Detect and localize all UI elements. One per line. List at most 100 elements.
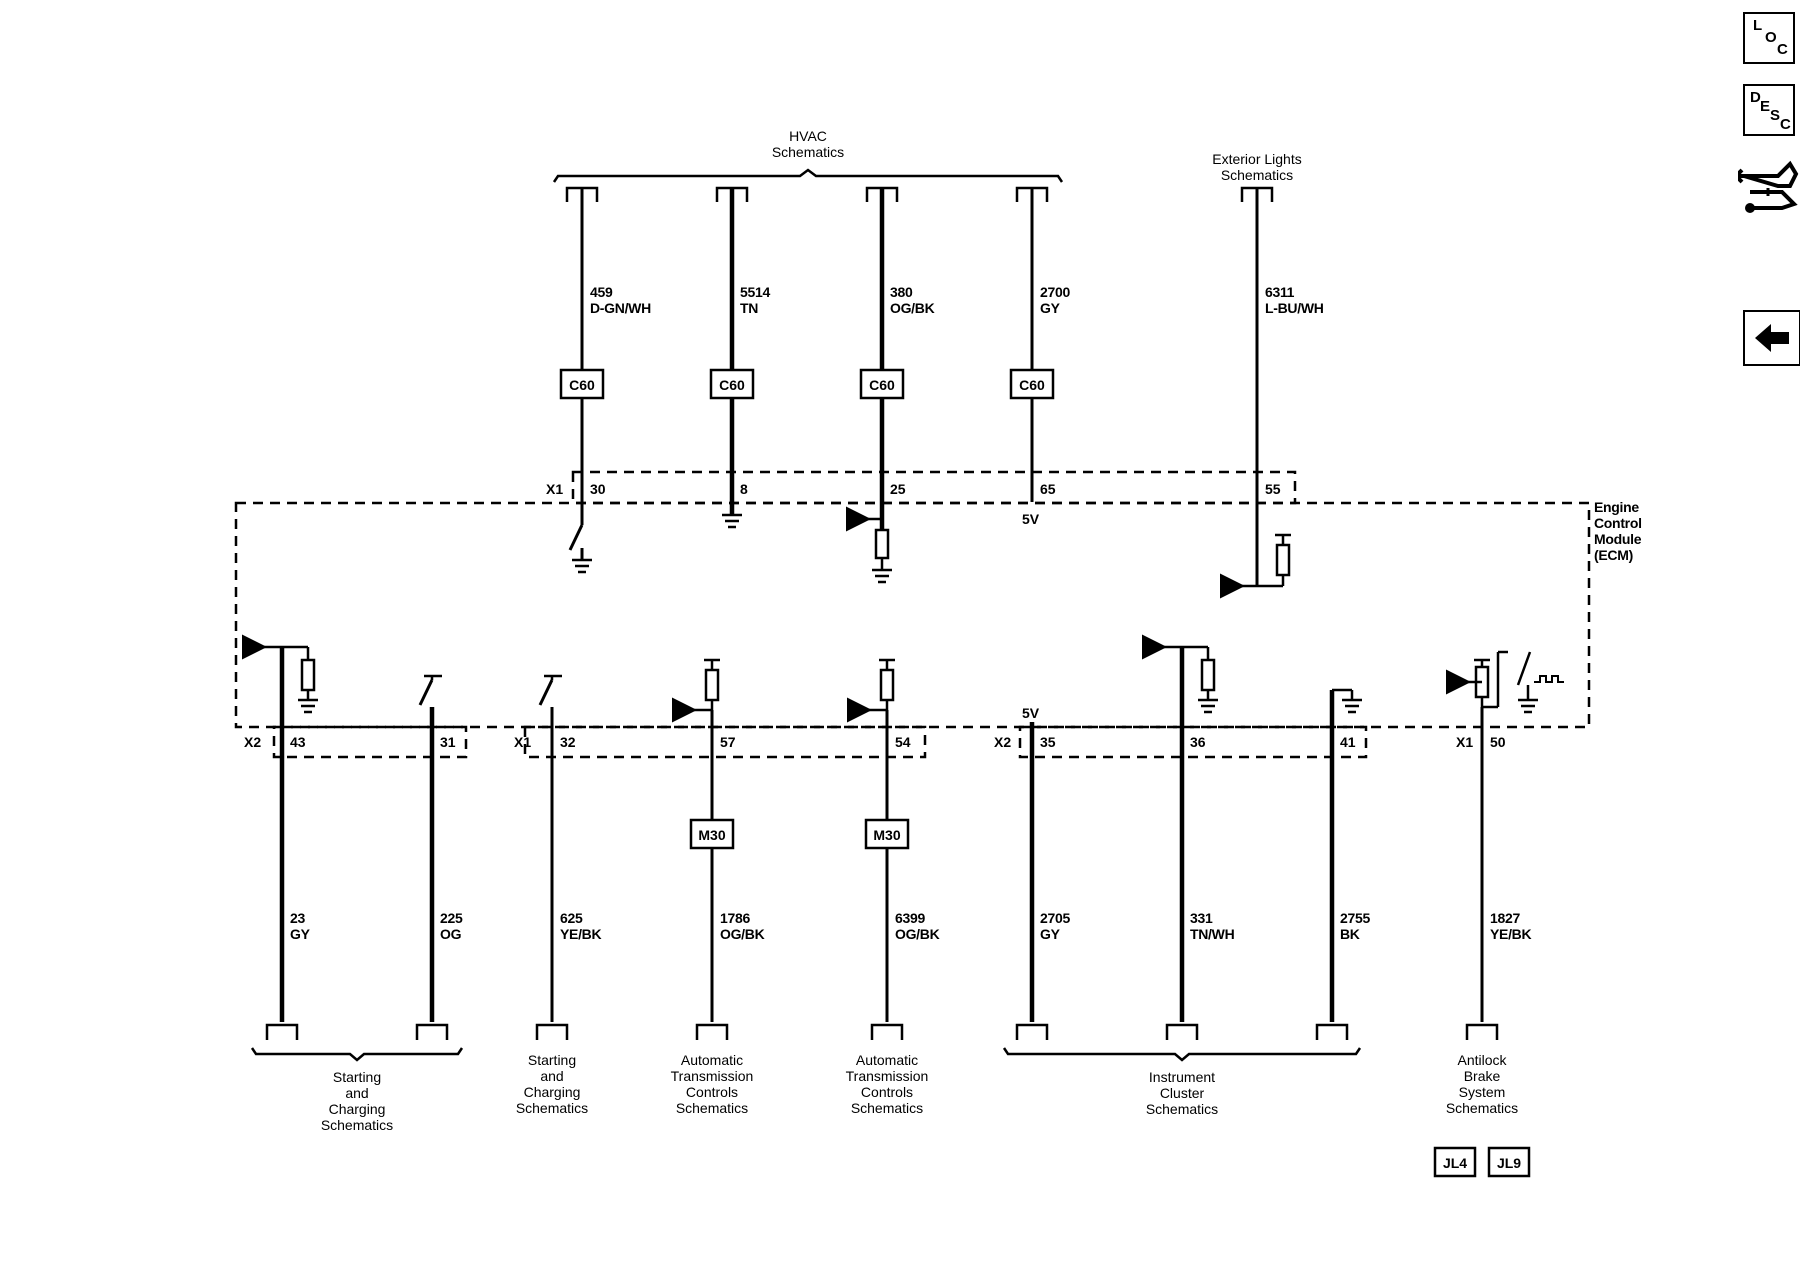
exterior-lights-schematics-link[interactable]: Exterior Lights Schematics [1212, 151, 1301, 183]
loc-letter-c: C [1777, 41, 1788, 58]
svg-text:TN/WH: TN/WH [1190, 926, 1235, 942]
svg-text:55: 55 [1265, 481, 1281, 497]
desc-letter-e: E [1760, 98, 1771, 115]
svg-text:6311: 6311 [1265, 284, 1295, 300]
svg-text:50: 50 [1490, 734, 1506, 750]
desc-letter-d: D [1750, 89, 1761, 106]
hvac-schematics-link[interactable]: HVAC Schematics [552, 128, 1064, 183]
wire-625 [535, 674, 569, 1040]
svg-text:GY: GY [1040, 300, 1061, 316]
svg-text:X1: X1 [1456, 734, 1473, 750]
wire-1827 [1446, 650, 1564, 1040]
svg-text:Engine: Engine [1594, 499, 1639, 515]
top-wire-labels: 459 D-GN/WH 5514 TN 380 OG/BK 2700 GY 63… [546, 284, 1324, 527]
desc-button[interactable]: D E S C [1743, 84, 1795, 136]
svg-text:YE/BK: YE/BK [1490, 926, 1531, 942]
svg-text:30: 30 [590, 481, 606, 497]
svg-text:65: 65 [1040, 481, 1056, 497]
svg-text:1786: 1786 [720, 910, 750, 926]
loc-letter-l: L [1753, 17, 1763, 34]
svg-text:43: 43 [290, 734, 306, 750]
svg-text:23: 23 [290, 910, 305, 926]
svg-text:OG/BK: OG/BK [720, 926, 765, 942]
svg-text:Automatic: Automatic [681, 1052, 743, 1068]
svg-text:C60: C60 [719, 377, 745, 393]
svg-text:Schematics: Schematics [1146, 1101, 1218, 1117]
svg-text:25: 25 [890, 481, 906, 497]
ecm-module-label: Engine Control Module (ECM) [1594, 499, 1642, 563]
option-jl4: JL4 [1433, 1146, 1477, 1178]
svg-text:Exterior Lights: Exterior Lights [1212, 151, 1301, 167]
svg-text:OG/BK: OG/BK [890, 300, 935, 316]
svg-text:380: 380 [890, 284, 913, 300]
svg-text:36: 36 [1190, 734, 1206, 750]
svg-text:Schematics: Schematics [1221, 167, 1293, 183]
svg-text:OG/BK: OG/BK [895, 926, 940, 942]
svg-text:M30: M30 [873, 827, 900, 843]
svg-text:5V: 5V [1022, 705, 1040, 721]
svg-text:Brake: Brake [1464, 1068, 1501, 1084]
back-button[interactable] [1743, 310, 1800, 366]
svg-text:57: 57 [720, 734, 736, 750]
wire-2755 [1315, 688, 1362, 1040]
option-jl9: JL9 [1487, 1146, 1531, 1178]
svg-text:M30: M30 [698, 827, 725, 843]
svg-text:X2: X2 [244, 734, 261, 750]
svg-text:8: 8 [740, 481, 748, 497]
svg-text:HVAC: HVAC [789, 128, 827, 144]
svg-text:and: and [345, 1085, 368, 1101]
transmission-controls-schematics-link-1[interactable]: Automatic Transmission Controls Schemati… [671, 1052, 754, 1116]
svg-text:GY: GY [290, 926, 311, 942]
starting-charging-schematics-link-2[interactable]: Starting and Charging Schematics [516, 1052, 588, 1116]
svg-text:Transmission: Transmission [671, 1068, 754, 1084]
wire-23 [242, 634, 318, 1040]
svg-text:Antilock: Antilock [1457, 1052, 1507, 1068]
svg-text:L-BU/WH: L-BU/WH [1265, 300, 1324, 316]
loc-letter-o: O [1765, 29, 1777, 46]
svg-text:Charging: Charging [524, 1084, 581, 1100]
svg-text:Control: Control [1594, 515, 1642, 531]
starting-charging-schematics-link-1[interactable]: Starting and Charging Schematics [250, 1047, 464, 1133]
svg-text:6399: 6399 [895, 910, 925, 926]
instrument-cluster-schematics-link[interactable]: Instrument Cluster Schematics [1002, 1047, 1362, 1117]
wire-225 [415, 674, 449, 1040]
svg-text:(ECM): (ECM) [1594, 547, 1633, 563]
bottom-wire-labels: X2 43 31 X1 32 57 54 X2 35 36 41 X1 50 5… [244, 705, 1532, 942]
svg-text:GY: GY [1040, 926, 1061, 942]
svg-text:C60: C60 [569, 377, 595, 393]
loc-button[interactable]: L O C [1743, 12, 1795, 64]
back-arrow-icon [1755, 324, 1789, 352]
svg-text:JL9: JL9 [1497, 1155, 1521, 1171]
svg-text:Schematics: Schematics [772, 144, 844, 160]
svg-text:Schematics: Schematics [516, 1100, 588, 1116]
wire-2700 [1009, 186, 1055, 502]
desc-letter-c: C [1780, 116, 1791, 133]
svg-text:X2: X2 [994, 734, 1011, 750]
svg-text:Charging: Charging [329, 1101, 386, 1117]
svg-text:Schematics: Schematics [1446, 1100, 1518, 1116]
svg-text:JL4: JL4 [1443, 1155, 1467, 1171]
svg-text:31: 31 [440, 734, 456, 750]
antilock-brake-schematics-link[interactable]: Antilock Brake System Schematics [1446, 1052, 1518, 1116]
svg-text:1827: 1827 [1490, 910, 1520, 926]
wire-331 [1142, 634, 1218, 1040]
ecm-module-boundary [234, 470, 1591, 759]
svg-text:X1: X1 [514, 734, 531, 750]
svg-text:System: System [1459, 1084, 1506, 1100]
svg-text:Schematics: Schematics [321, 1117, 393, 1133]
desc-letter-s: S [1770, 107, 1781, 124]
transmission-controls-schematics-link-2[interactable]: Automatic Transmission Controls Schemati… [846, 1052, 929, 1116]
svg-text:225: 225 [440, 910, 463, 926]
svg-text:5V: 5V [1022, 511, 1040, 527]
svg-text:Starting: Starting [333, 1069, 381, 1085]
svg-text:YE/BK: YE/BK [560, 926, 601, 942]
svg-text:Controls: Controls [861, 1084, 913, 1100]
wire-2705 [1015, 722, 1049, 1040]
svg-text:Starting: Starting [528, 1052, 576, 1068]
svg-text:Module: Module [1594, 531, 1642, 547]
wire-459 [559, 186, 605, 574]
svg-text:OG: OG [440, 926, 462, 942]
svg-text:Automatic: Automatic [856, 1052, 918, 1068]
svg-text:C60: C60 [869, 377, 895, 393]
